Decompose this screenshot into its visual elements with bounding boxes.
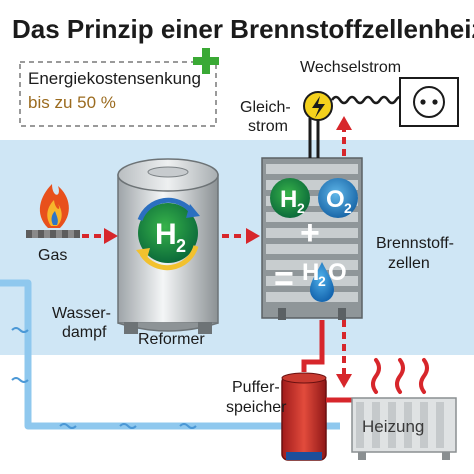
h2-symbol: H	[155, 218, 177, 251]
gas-label: Gas	[38, 247, 67, 264]
brennstoffzellen-label-1: Brennstoff-	[376, 235, 454, 252]
h2o-h-symbol: H	[302, 259, 319, 286]
pufferspeicher-label-2: speicher	[226, 399, 287, 416]
h2-subscript: 2	[176, 236, 186, 256]
dc-wires	[308, 118, 320, 158]
equals-sign: =	[274, 260, 294, 298]
heizung-label: Heizung	[362, 417, 424, 436]
ac-wire	[330, 95, 406, 105]
cell-h2-symbol: H	[280, 186, 297, 213]
buffer-tank	[281, 372, 327, 461]
cell-o2-symbol: O	[326, 186, 345, 213]
gas-flame-icon	[39, 184, 69, 228]
background-band	[0, 140, 474, 355]
pufferspeicher-label-1: Puffer-	[232, 379, 280, 396]
gas-burner-icon	[26, 230, 80, 238]
brennstoffzellen-label-2: zellen	[388, 255, 430, 272]
h2-cell-icon: H 2	[270, 178, 310, 218]
reformer-label: Reformer	[138, 331, 205, 348]
plus-icon	[193, 48, 219, 74]
radiator-icon	[351, 397, 457, 460]
page-title: Das Prinzip einer Brennstoffzellenheizun…	[12, 14, 474, 44]
reformer-to-cells-arrow	[222, 228, 260, 244]
gleichstrom-label-1: Gleich-	[240, 99, 291, 116]
cell-h2-subscript: 2	[297, 200, 305, 216]
wasserdampf-label-2: dampf	[62, 324, 107, 341]
gleichstrom-label-2: strom	[248, 118, 288, 135]
savings-box	[19, 61, 217, 127]
h2o-o-symbol: O	[328, 259, 347, 286]
cells-to-grid-arrow	[336, 116, 352, 156]
wechselstrom-label: Wechselstrom	[300, 59, 401, 76]
steam-wave-marks	[11, 327, 197, 429]
water-drop-icon	[310, 262, 334, 302]
cells-to-heating-arrow	[336, 320, 352, 388]
savings-line-1: Energiekostensenkung	[28, 69, 201, 88]
h2-molecule-icon: H 2	[136, 197, 200, 271]
gas-to-reformer-arrow	[82, 228, 118, 244]
heat-waves-icon	[371, 358, 429, 394]
power-outlet-icon	[399, 77, 459, 127]
h2o-subscript: 2	[318, 273, 326, 289]
o2-cell-icon: O 2	[318, 178, 358, 218]
power-converter-icon	[303, 91, 333, 121]
savings-line-2: bis zu 50 %	[28, 93, 116, 112]
cell-o2-subscript: 2	[344, 200, 352, 216]
heat-pipe	[301, 320, 325, 372]
plus-sign: +	[300, 214, 320, 252]
wasserdampf-label-1: Wasser-	[52, 305, 111, 322]
